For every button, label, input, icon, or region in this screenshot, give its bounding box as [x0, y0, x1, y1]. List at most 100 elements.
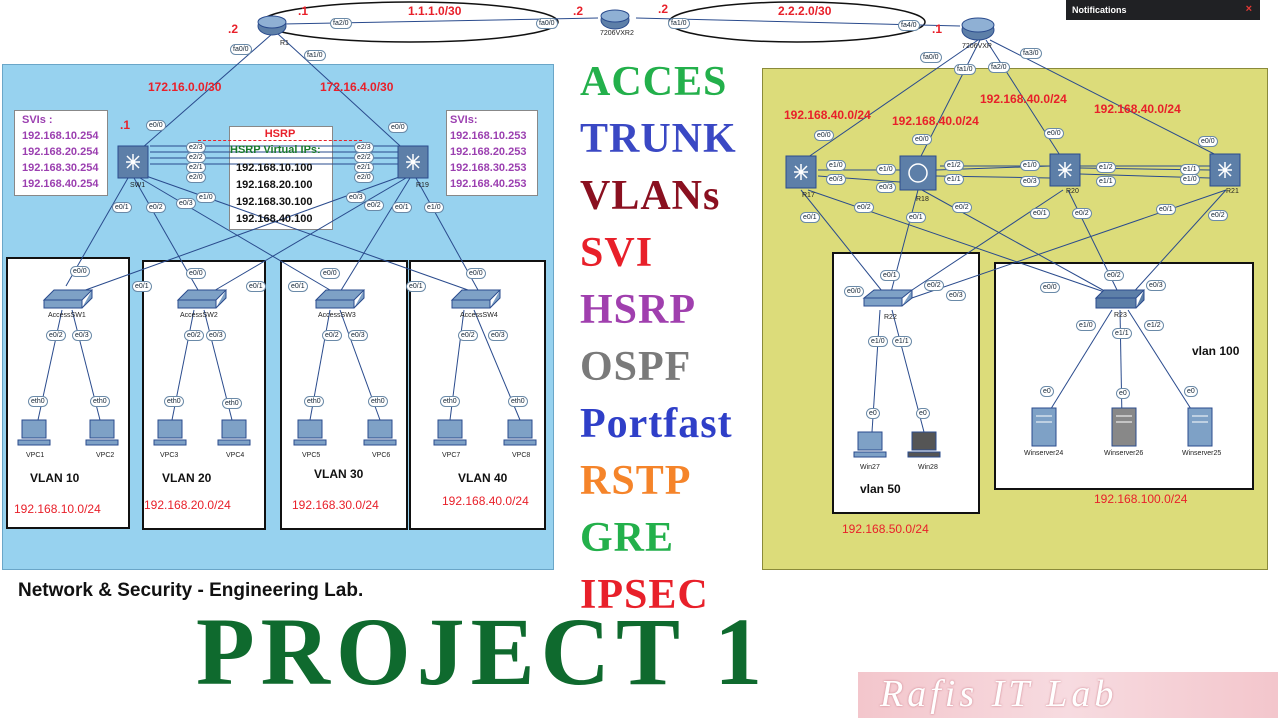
svi-right-ip: 192.168.10.253: [450, 130, 527, 142]
r22-if: e1/1: [892, 336, 912, 347]
vpc2-if: eth0: [90, 396, 110, 407]
keyword-rstp: RSTP: [580, 458, 692, 504]
r17-if: e0/2: [854, 202, 874, 213]
vpc2-label: VPC2: [96, 452, 115, 459]
server-winserver24: [1031, 407, 1057, 447]
notifications-bar[interactable]: Notifications ×: [1066, 0, 1260, 20]
r18-if: e1/1: [944, 174, 964, 185]
vlan100-title: vlan 100: [1192, 344, 1240, 358]
r19-if-e0-2: e0/2: [364, 200, 384, 211]
lab-title: Network & Security - Engineering Lab.: [18, 580, 364, 601]
r19-if-e0-1: e0/1: [392, 202, 412, 213]
r22-label: R22: [884, 314, 897, 321]
core-if-fa1-0: fa1/0: [668, 18, 690, 29]
r18-if: e0/2: [952, 202, 972, 213]
notifications-title: Notifications: [1072, 5, 1127, 15]
switch-r22: [862, 289, 914, 307]
pc-win28: [907, 431, 941, 458]
net-r17: 192.168.40.0/24: [784, 108, 871, 122]
server-winserver26: [1111, 407, 1137, 447]
sw1-label: SW1: [130, 182, 146, 189]
vlan20-net: 192.168.20.0/24: [144, 498, 231, 512]
as4-uplink: e0/1: [406, 281, 426, 292]
vlan30-net: 192.168.30.0/24: [292, 498, 379, 512]
keyword-vlans: VLANs: [580, 173, 721, 219]
r23-if: e1/0: [1076, 320, 1096, 331]
sw1-dot: .1: [120, 118, 131, 132]
r18-if: e1/0: [876, 164, 896, 175]
switch-sw1: [117, 145, 149, 179]
keyword-acces: ACCES: [580, 59, 728, 105]
pc-win27: [853, 431, 887, 458]
pc-vpc8: [503, 419, 537, 446]
as4-downlink: e0/3: [488, 330, 508, 341]
ws25-if: e0: [1184, 386, 1198, 397]
accesssw3-label: AccessSW3: [318, 312, 356, 319]
r20-label: R20: [1066, 188, 1079, 195]
r22-if: e0/1: [880, 270, 900, 281]
r20-if: e1/0: [1020, 160, 1040, 171]
switch-r19: [397, 145, 429, 179]
switch-accesssw2: [176, 289, 228, 309]
as4-downlink: e0/2: [458, 330, 478, 341]
vpc7-label: VPC7: [442, 452, 461, 459]
r19-if-e0-3: e0/3: [346, 192, 366, 203]
r19-if-e1-0: e1/0: [424, 202, 444, 213]
win27-label: Win27: [860, 464, 880, 471]
net-r18: 192.168.40.0/24: [892, 114, 979, 128]
net-r1-r19: 172.16.4.0/30: [320, 80, 394, 94]
link1-network: 1.1.1.0/30: [408, 4, 462, 18]
right-router-label: 7206VXR: [962, 43, 992, 50]
router-r1: [257, 15, 287, 36]
svi-right: SVIs: 192.168.10.253 192.168.20.253 192.…: [450, 112, 526, 192]
keyword-trunk: TRUNK: [580, 116, 737, 162]
vpc6-label: VPC6: [372, 452, 391, 459]
router-r18: [899, 155, 937, 191]
svi-left-box: [14, 110, 108, 196]
close-icon[interactable]: ×: [1245, 3, 1252, 15]
svi-right-ip: 192.168.30.253: [450, 162, 527, 174]
hsrp-ip: 192.168.10.100: [236, 162, 313, 174]
core-router-label: 7206VXR2: [600, 30, 634, 37]
r19-if-e2-0: e2/0: [354, 172, 374, 183]
sw1-if-e0-1: e0/1: [112, 202, 132, 213]
r22-if: e0/0: [844, 286, 864, 297]
win28-label: Win28: [918, 464, 938, 471]
r20-if: e1/2: [1096, 162, 1116, 173]
vpc7-if: eth0: [440, 396, 460, 407]
winserver26-label: Winserver26: [1104, 450, 1144, 457]
vpc3-label: VPC3: [160, 452, 179, 459]
right-dot: .1: [932, 22, 943, 36]
r23-label: R23: [1114, 312, 1127, 319]
r1-left-dot: .2: [228, 22, 239, 36]
hsrp-ip: 192.168.30.100: [236, 196, 313, 208]
sw1-if-e1-0: e1/0: [196, 192, 216, 203]
vlan30-title: VLAN 30: [314, 467, 364, 481]
r18-if: e0/1: [906, 212, 926, 223]
as2-uplink: e0/0: [186, 268, 206, 279]
win27-if: e0: [866, 408, 880, 419]
net-r20: 192.168.40.0/24: [980, 92, 1067, 106]
r21-label: R21: [1226, 188, 1239, 195]
r21-if: e1/0: [1180, 174, 1200, 185]
vlan10-net: 192.168.10.0/24: [14, 502, 101, 516]
r17-label: R17: [802, 192, 815, 199]
net-r21: 192.168.40.0/24: [1094, 102, 1181, 116]
router-7206vxr2: [600, 9, 630, 30]
r22-if: e0/3: [946, 290, 966, 301]
r22-if: e1/0: [868, 336, 888, 347]
r1-dot: .1: [298, 4, 309, 18]
right-if-fa3-0: fa3/0: [1020, 48, 1042, 59]
vpc3-if: eth0: [164, 396, 184, 407]
accesssw1-label: AccessSW1: [48, 312, 86, 319]
vlan100-net: 192.168.100.0/24: [1094, 492, 1188, 506]
hsrp-ip: 192.168.20.100: [236, 179, 313, 191]
r23-if: e1/1: [1112, 328, 1132, 339]
vlan40-net: 192.168.40.0/24: [442, 494, 529, 508]
as1-downlink: e0/2: [46, 330, 66, 341]
vpc4-label: VPC4: [226, 452, 245, 459]
r20-if: e0/3: [1020, 176, 1040, 187]
r20-if: e0/2: [1072, 208, 1092, 219]
brand-logo: Rafis IT Lab: [880, 673, 1118, 715]
